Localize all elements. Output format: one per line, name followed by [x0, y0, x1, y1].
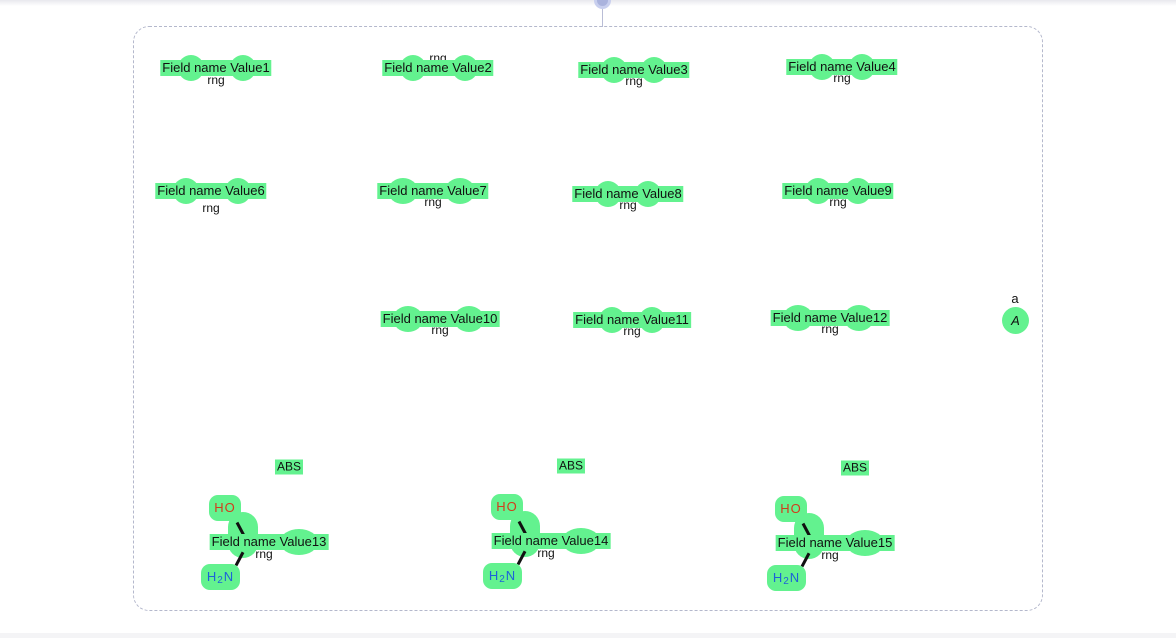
ring-label: rng [821, 322, 839, 336]
ring-label: rng [619, 198, 637, 212]
field-label: Field name Value10 [380, 311, 500, 327]
oxygen-atom: HO [491, 494, 523, 520]
nitrogen-atom: H2N [201, 564, 240, 590]
abs-tag: ABS [556, 458, 586, 474]
ring-label: rng [821, 548, 839, 562]
ring-label: rng [207, 73, 225, 87]
nitrogen-atom: H2N [483, 563, 522, 589]
oxygen-atom: HO [209, 495, 241, 521]
nitrogen-atom: H2N [767, 565, 806, 591]
ring-label: rng [623, 324, 641, 338]
abs-tag: ABS [840, 460, 870, 476]
ring-label: rng [255, 547, 273, 561]
ring-label: rng [625, 74, 643, 88]
selection-frame[interactable] [133, 26, 1043, 611]
bottom-bar [0, 633, 1176, 638]
ring-label: rng [833, 71, 851, 85]
ring-label: rng [829, 195, 847, 209]
field-label: Field name Value11 [573, 312, 691, 328]
ring-label: rng [424, 195, 442, 209]
anchor-handle-icon[interactable] [594, 0, 611, 9]
field-label: Field name Value1 [160, 60, 272, 76]
field-label: Field name Value3 [578, 62, 690, 78]
field-label: Field name Value9 [782, 183, 894, 199]
atom-a-label: a [1011, 291, 1019, 306]
field-label: Field name Value8 [572, 186, 684, 202]
connector-line [602, 8, 603, 27]
field-label: Field name Value2 [382, 60, 494, 76]
abs-tag: ABS [274, 459, 304, 475]
field-label: Field name Value12 [770, 310, 890, 326]
oxygen-atom: HO [775, 496, 807, 522]
toolbar-shadow [0, 0, 1176, 6]
field-label: Field name Value7 [377, 183, 489, 199]
field-label: Field name Value15 [775, 535, 895, 551]
field-label: Field name Value13 [209, 534, 329, 550]
field-label: Field name Value4 [786, 59, 898, 75]
ring-label: rng [431, 323, 449, 337]
atom-a[interactable]: A [1002, 307, 1029, 334]
ring-label: rng [537, 546, 555, 560]
field-label: Field name Value6 [155, 183, 267, 199]
field-label: Field name Value14 [491, 533, 611, 549]
ring-label: rng [202, 201, 220, 215]
